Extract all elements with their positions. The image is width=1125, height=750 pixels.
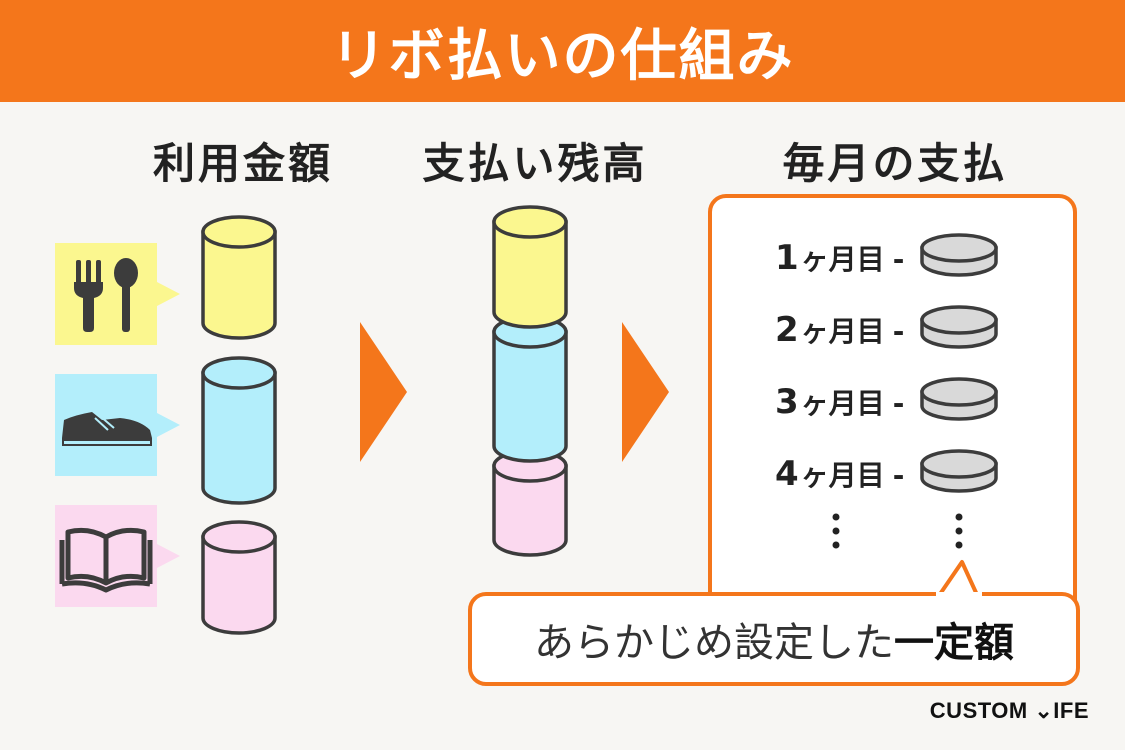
- callout-strong: 一定額: [894, 620, 1014, 666]
- page-title: リボ払いの仕組み: [330, 23, 795, 89]
- clothing-category: [55, 374, 180, 476]
- heading-balance: 支払い残高: [422, 139, 648, 188]
- coin-3: [920, 377, 998, 421]
- arrow-right-1: [360, 322, 407, 462]
- title-banner: リボ払いの仕組み: [0, 0, 1125, 102]
- ellipsis-months: [832, 513, 840, 549]
- callout-normal: あらかじめ設定した: [534, 620, 894, 666]
- heading-monthly: 毎月の支払: [782, 139, 1008, 188]
- fork-spoon-icon: [74, 258, 138, 332]
- ellipsis-coins: [955, 513, 963, 549]
- callout-bubble: [468, 560, 1080, 686]
- coin-1: [920, 233, 998, 277]
- book-icon: [59, 527, 153, 593]
- usage-cylinder-pink: [201, 520, 277, 635]
- coin-4: [920, 449, 998, 493]
- usage-cylinder-yellow: [201, 215, 277, 340]
- heading-usage: 利用金額: [152, 139, 333, 188]
- callout-text: あらかじめ設定した一定額: [470, 594, 1078, 684]
- balance-stack: [492, 205, 568, 557]
- sneaker-icon: [62, 412, 152, 446]
- usage-cylinder-blue: [201, 356, 277, 505]
- arrow-right-2: [622, 322, 669, 462]
- coin-2: [920, 305, 998, 349]
- books-category: [55, 505, 180, 607]
- food-category: [55, 243, 180, 345]
- brand-logo: CUSTOM ⌄IFE: [929, 698, 1089, 723]
